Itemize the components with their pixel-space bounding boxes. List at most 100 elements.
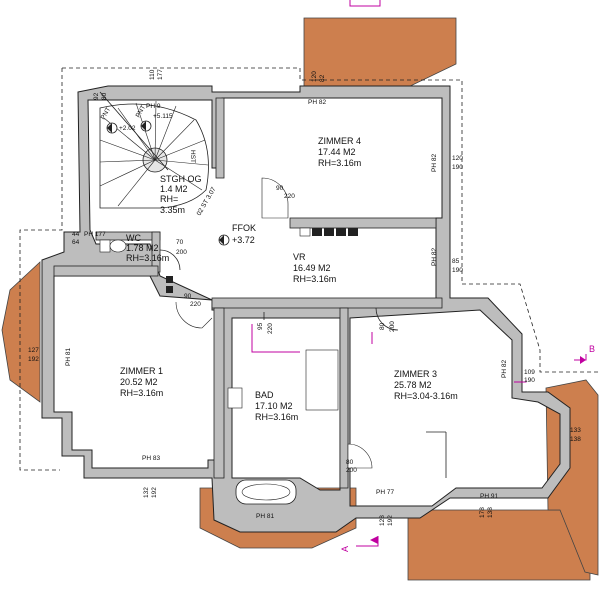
window-dim: 110 <box>149 69 156 80</box>
door-dim-w: 80 <box>346 459 354 466</box>
window-dim: 64 <box>72 239 80 246</box>
wc-toilet <box>99 239 127 253</box>
stair-area: 1.4 M2 <box>160 184 188 194</box>
window-dim: 192 <box>387 515 394 526</box>
window-label: PH 83 <box>142 455 160 462</box>
window-dim: 178 <box>479 507 486 518</box>
roof-left <box>1 261 41 403</box>
room-area-vr: 16.49 M2 <box>293 263 331 273</box>
room-height-wc: RH=3.16m <box>126 253 169 263</box>
door-dim-h: 200 <box>346 467 357 474</box>
window-dim: 138 <box>487 507 494 518</box>
wall-zimmer4-left <box>215 97 225 179</box>
window-dim: 120 <box>452 155 463 162</box>
stair-rh: RH= <box>160 194 178 204</box>
bath-sink <box>227 387 243 409</box>
window-dim: 128 <box>379 515 386 526</box>
magenta-guide <box>251 324 527 383</box>
window-label: PH 9 <box>146 103 161 110</box>
door-zimmer4[interactable] <box>261 177 289 219</box>
wall-z1-top <box>53 265 159 277</box>
window-label: PH 81 <box>256 513 274 520</box>
wall-zimmer4-bottom <box>289 217 437 229</box>
stair-level-a: +2.02 <box>119 125 136 132</box>
ffok-marker <box>218 234 230 246</box>
window-dim: 92 <box>93 92 100 100</box>
window-dim: 138 <box>570 436 581 443</box>
window-label: PH 177 <box>84 231 106 238</box>
roof-right <box>545 379 599 576</box>
door-dim-h: 220 <box>284 193 295 200</box>
room-name-bad: BAD <box>255 390 274 400</box>
door-dim-w: 90 <box>184 293 192 300</box>
window-dim: 190 <box>524 377 535 384</box>
window-dim: 44 <box>72 231 80 238</box>
door-wc[interactable] <box>159 249 181 271</box>
section-marker-a <box>356 536 379 547</box>
level-marker-a <box>106 122 118 134</box>
room-height-vr: RH=3.16m <box>293 274 336 284</box>
door-bad-zimmer3[interactable] <box>347 443 373 469</box>
room-area-zimmer3: 25.78 M2 <box>394 380 432 390</box>
window-dim: 82 <box>319 74 326 82</box>
stair-height: 3.35m <box>160 205 185 215</box>
room-area-zimmer4: 17.44 M2 <box>318 147 356 157</box>
wall-bad-right <box>339 307 349 489</box>
window-dim: 85 <box>452 258 460 265</box>
roof-top <box>303 17 457 91</box>
window-label: PH 82 <box>431 248 438 266</box>
room-height-bad: RH=3.16m <box>255 412 298 422</box>
window-dim: 190 <box>452 267 463 274</box>
ffok-label: FFOK <box>232 223 256 233</box>
window-dim: 192 <box>28 356 39 363</box>
door-dim-w: 90 <box>276 185 284 192</box>
section-marker-a-top <box>349 0 381 7</box>
room-name-wc: WC <box>126 233 141 243</box>
door-zimmer3[interactable] <box>375 307 399 331</box>
door-zimmer1[interactable] <box>175 301 213 329</box>
window-dim: 120 <box>311 71 318 82</box>
window-dim: 80 <box>101 92 108 100</box>
room-height-zimmer1: RH=3.16m <box>120 388 163 398</box>
wall-vr-bottom <box>211 297 443 309</box>
level-marker-b <box>140 120 152 132</box>
section-label-b: B <box>589 344 595 354</box>
door-dim-h: 200 <box>176 249 187 256</box>
room-height-zimmer4: RH=3.16m <box>318 158 361 168</box>
door-dim-h: 200 <box>389 321 396 332</box>
window-label: PH 82 <box>501 360 508 378</box>
window-label: PH 91 <box>480 493 498 500</box>
window-label: PH 82 <box>308 99 326 106</box>
window-dim: 190 <box>452 164 463 171</box>
spiral-staircase <box>99 91 209 209</box>
window-label: PH 82 <box>431 154 438 172</box>
stair-hst: HST <box>189 150 196 163</box>
room-name-vr: VR <box>293 252 306 262</box>
room-name-zimmer4: ZIMMER 4 <box>318 136 361 146</box>
footprint-outline-2 <box>19 68 63 471</box>
window-dim: 133 <box>570 427 581 434</box>
window-dim: 132 <box>143 487 150 498</box>
stair-name: STGH OG <box>160 174 202 184</box>
window-label: PH 77 <box>376 489 394 496</box>
section-marker-b <box>574 354 587 364</box>
room-name-zimmer3: ZIMMER 3 <box>394 369 437 379</box>
stair-level-b: +5.115 <box>153 113 173 120</box>
window-dim: 127 <box>28 347 39 354</box>
door-dim-w: 70 <box>176 239 184 246</box>
ffok-value: +3.72 <box>232 235 255 245</box>
bath-shower <box>305 349 339 411</box>
door-dim-w: 80 <box>379 322 386 330</box>
vent-squares <box>166 276 173 293</box>
bathtub <box>235 479 297 505</box>
room-area-wc: 1.78 M2 <box>126 243 159 253</box>
window-dim: 109 <box>524 369 535 376</box>
closet-squares <box>299 227 358 237</box>
wall-bad-left <box>213 307 225 479</box>
room-area-zimmer1: 20.52 M2 <box>120 377 158 387</box>
door-dim-h: 220 <box>190 301 201 308</box>
window-label: PH 81 <box>65 348 72 366</box>
window-dim: 192 <box>151 487 158 498</box>
room-height-zimmer3: RH=3.04-3.16m <box>394 391 458 401</box>
